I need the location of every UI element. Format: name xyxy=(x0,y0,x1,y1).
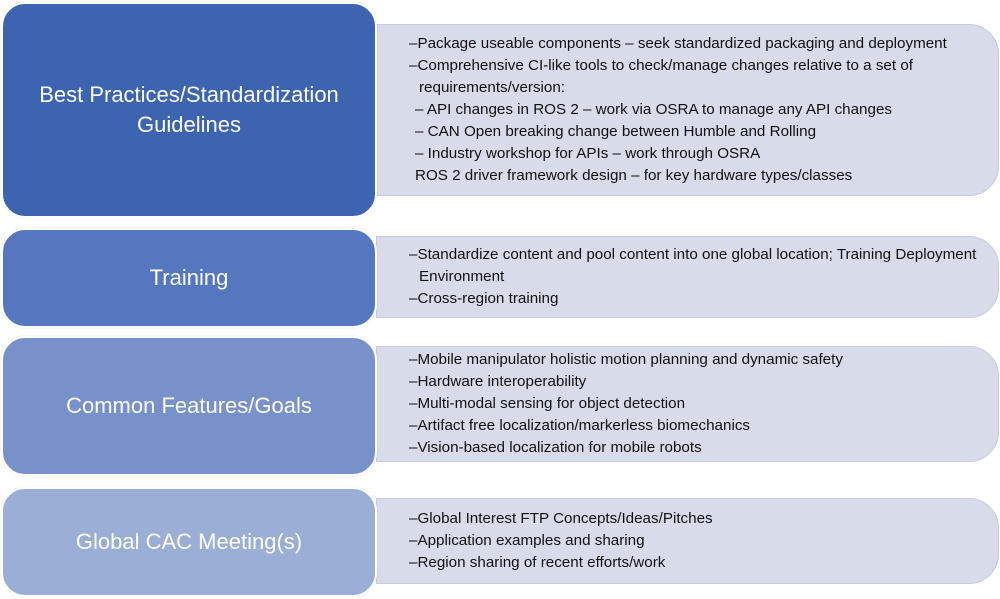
row-1-title-box: Best Practices/Standardization Guideline… xyxy=(1,2,377,218)
row-4-item: –Region sharing of recent efforts/work xyxy=(409,554,666,571)
row-3-title-box: Common Features/Goals xyxy=(1,336,377,476)
row-1-title: Best Practices/Standardization Guideline… xyxy=(39,82,339,137)
row-4-item: –Global Interest FTP Concepts/Ideas/Pitc… xyxy=(409,510,713,527)
row-2-item: –Cross-region training xyxy=(409,290,559,307)
row-3-item: –Mobile manipulator holistic motion plan… xyxy=(409,351,843,368)
row-3-item: –Artifact free localization/markerless b… xyxy=(409,417,751,434)
row-3-item: –Multi-modal sensing for object detectio… xyxy=(409,395,686,412)
row-3-item: –Vision-based localization for mobile ro… xyxy=(409,439,702,456)
row-3-details-panel: –Mobile manipulator holistic motion plan… xyxy=(376,346,999,462)
row-4-details-panel: –Global Interest FTP Concepts/Ideas/Pitc… xyxy=(376,498,999,584)
row-4-title-box: Global CAC Meeting(s) xyxy=(1,487,377,597)
row-1-item: – Industry workshop for APIs – work thro… xyxy=(415,145,761,162)
row-1-item: ROS 2 driver framework design – for key … xyxy=(415,167,853,184)
row-1-item: –Comprehensive CI-like tools to check/ma… xyxy=(409,57,913,96)
row-4-title: Global CAC Meeting(s) xyxy=(75,529,303,554)
row-4-item: –Application examples and sharing xyxy=(409,532,645,549)
row-1-item: – CAN Open breaking change between Humbl… xyxy=(415,123,817,140)
row-2-item: –Standardize content and pool content in… xyxy=(409,246,977,285)
row-2-title: Training xyxy=(149,265,229,290)
row-1-details-panel: –Package useable components – seek stand… xyxy=(376,24,999,196)
row-2-details-panel: –Standardize content and pool content in… xyxy=(376,236,999,318)
row-1-item: –Package useable components – seek stand… xyxy=(409,35,947,52)
row-3-item: –Hardware interoperability xyxy=(409,373,587,390)
row-2-title-box: Training xyxy=(1,228,377,328)
row-3-title: Common Features/Goals xyxy=(66,393,312,418)
row-1-item: – API changes in ROS 2 – work via OSRA t… xyxy=(415,101,892,118)
